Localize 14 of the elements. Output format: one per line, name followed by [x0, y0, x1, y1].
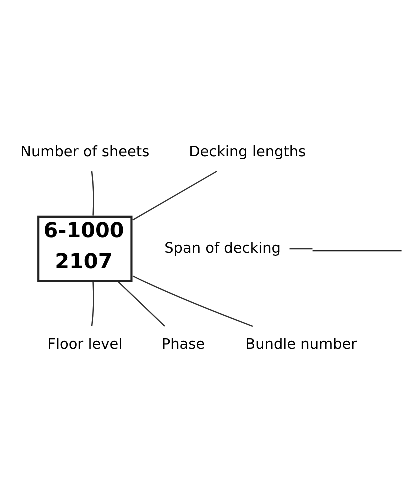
connector	[118, 282, 166, 327]
connector	[132, 170, 218, 221]
node-box: 6-1000 2107	[38, 216, 133, 282]
connector	[290, 248, 313, 250]
node-text: Decking lengths	[189, 144, 306, 161]
node-line	[312, 250, 402, 252]
node-text: Phase	[162, 337, 206, 354]
node-text: Floor level	[48, 337, 123, 354]
connector	[132, 276, 254, 328]
connector	[91, 171, 94, 216]
node-text: Bundle number	[246, 337, 358, 354]
node-text: Span of decking	[164, 240, 281, 257]
connector	[91, 282, 94, 327]
node-text: Number of sheets	[20, 144, 150, 161]
